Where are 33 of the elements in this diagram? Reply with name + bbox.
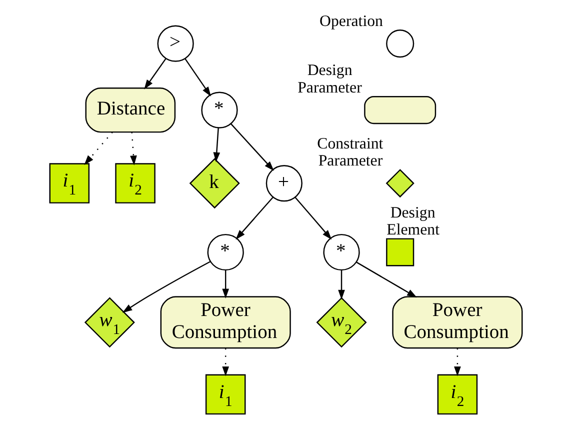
legend-label: Design Parameter bbox=[297, 62, 362, 96]
arrow bbox=[454, 348, 460, 376]
arrow bbox=[235, 196, 273, 240]
arrow bbox=[230, 124, 274, 171]
arrow bbox=[294, 196, 332, 240]
arrow bbox=[338, 270, 344, 300]
node-diamond: k bbox=[188, 158, 240, 209]
arrow bbox=[212, 128, 220, 162]
node-circle: * bbox=[200, 92, 238, 128]
node-box: i$_{2}$ bbox=[114, 163, 155, 204]
node-box: Distance bbox=[84, 88, 176, 133]
node-box: Power Consumption bbox=[160, 296, 290, 349]
arrow bbox=[222, 270, 229, 299]
node-box: i$_{1}$ bbox=[48, 163, 90, 204]
legend-label: Operation bbox=[319, 12, 382, 30]
node-box: i$_{1}$ bbox=[204, 374, 246, 415]
arrow bbox=[84, 132, 112, 165]
arrow bbox=[356, 262, 416, 298]
arrow bbox=[222, 348, 229, 376]
node-box: Power Consumption bbox=[392, 296, 522, 349]
arrow bbox=[122, 260, 210, 313]
arrow bbox=[184, 58, 211, 97]
node-diamond: w$_{2}$ bbox=[316, 297, 366, 348]
node-circle: + bbox=[265, 165, 302, 202]
arrow bbox=[130, 132, 136, 166]
legend-label: Constraint Parameter bbox=[316, 135, 383, 170]
node-diamond: w$_{1}$ bbox=[84, 297, 134, 348]
node-circle: * bbox=[206, 234, 244, 271]
node-circle: > bbox=[156, 25, 194, 62]
node-box: i$_{2}$ bbox=[436, 374, 478, 415]
legend-label: Design Element bbox=[386, 204, 440, 238]
arrow bbox=[144, 58, 166, 90]
node-circle: * bbox=[322, 234, 360, 271]
